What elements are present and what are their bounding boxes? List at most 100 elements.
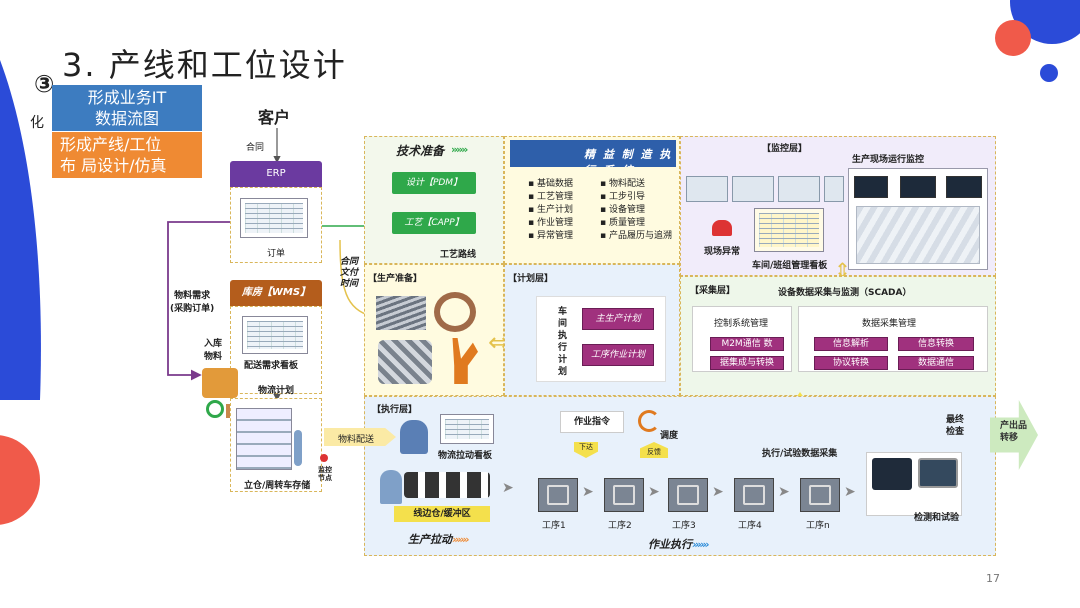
mes-item: ▪ 设备管理 — [600, 205, 645, 215]
mes-col1: ▪ 基础数据 ▪ 工艺管理 ▪ 生产计划 ▪ 作业管理 ▪ 异常管理 — [528, 178, 573, 243]
buffer-operator-icon — [380, 470, 402, 504]
factory-floor-image — [856, 206, 980, 264]
buffer-bins — [404, 472, 490, 498]
collect-layer-title: 【采集层】 — [690, 286, 736, 296]
monitor-screen-4 — [824, 176, 844, 202]
page-title: 3. 产线和工位设计 — [62, 46, 347, 84]
work-exec-text: 作业执行 — [648, 538, 692, 551]
station-arrow: ➤ — [778, 484, 790, 500]
m2m-box: M2M通信 数 — [710, 337, 784, 351]
station-arrow: ➤ — [582, 484, 594, 500]
label-line: 转移 — [1000, 433, 1019, 443]
storage-rack-image — [236, 408, 292, 470]
warehouse-header: 库房【WMS】 — [230, 280, 322, 306]
op-plan-box: 工序作业计划 — [582, 344, 654, 366]
work-order-label: 作业指令 — [560, 411, 624, 433]
storage-label: 立仓/周转车存储 — [244, 481, 311, 491]
feedback-arrow: 反馈 — [640, 442, 668, 458]
monitor-layer-title: 【监控层】 — [762, 144, 808, 154]
info-parse-box: 信息解析 — [814, 337, 888, 351]
tablet-image — [918, 458, 958, 488]
station-n-image — [800, 478, 840, 512]
label-line: 间 — [558, 319, 568, 329]
label-line: 计 — [558, 355, 568, 365]
exception-label: 现场异常 — [704, 247, 741, 257]
exec-collect-label: 执行/试验数据采集 — [762, 449, 838, 459]
label-line: 行 — [558, 343, 568, 353]
test-label: 检测和试验 — [914, 513, 960, 523]
tech-prep-title: 技术准备 — [396, 144, 445, 158]
pdm-box: 设计【PDM】 — [392, 172, 476, 194]
prod-pull-label: 生产拉动»»» — [408, 531, 470, 547]
label-line: 合同 — [340, 257, 359, 267]
buffer-arrow: ➤ — [502, 480, 514, 496]
station-arrow: ➤ — [712, 484, 724, 500]
scada-label: 设备数据采集与监测（SCADA） — [778, 288, 912, 298]
monitor-screen-2 — [732, 176, 774, 202]
station-label: 工序4 — [738, 521, 762, 531]
station-3-image — [668, 478, 708, 512]
step-suffix: 化 — [30, 115, 44, 131]
tech-prep-panel — [364, 136, 504, 264]
mes-item: ▪ 作业管理 — [528, 218, 573, 228]
parts-image — [378, 340, 432, 384]
mes-item: ▪ 工艺管理 — [528, 192, 573, 202]
station-2-image — [604, 478, 644, 512]
material-delivery-label: 物料配送 — [338, 435, 375, 445]
delivery-board-label: 配送需求看板 — [244, 361, 299, 371]
step-marker: ③ — [34, 70, 55, 98]
workshop-exec-plan-label: 车 间 执 行 计 划 — [558, 306, 567, 378]
site-monitor-label: 生产现场运行监控 — [852, 155, 925, 165]
worker-icon — [294, 430, 302, 466]
station-label: 工序3 — [672, 521, 696, 531]
mes-title: 精 益 制 造 执 行 系 统 — [510, 140, 676, 167]
final-check-label: 最终 检查 — [946, 414, 964, 438]
label-line: 形成业务IT — [87, 88, 167, 107]
label-line: 检查 — [946, 427, 965, 437]
data-comm-box: 数据通信 — [898, 356, 974, 370]
dispatch-cycle-icon — [638, 410, 660, 432]
feedback-label: 反馈 — [647, 448, 661, 456]
mes-item: ▪ 异常管理 — [528, 231, 573, 241]
steel-bars-image — [376, 296, 426, 330]
work-exec-chevrons: »»» — [692, 538, 710, 551]
label-it-dataflow: 形成业务IT 数据流图 — [52, 85, 202, 131]
test-device-image — [872, 458, 912, 490]
inbound-label: 入库 物料 — [204, 336, 222, 362]
station-label: 工序2 — [608, 521, 632, 531]
recycle-icon — [206, 400, 224, 418]
exec-layer-title: 【执行层】 — [372, 405, 418, 415]
label-line: 节点 — [318, 474, 332, 482]
label-layout-sim: 形成产线/工位 布 局设计/仿真 — [52, 132, 202, 178]
material-delivery-arrow — [324, 428, 396, 446]
plan-layer-title: 【计划层】 — [508, 274, 554, 284]
process-route-label: 工艺路线 — [440, 250, 477, 260]
operator-icon — [400, 420, 428, 454]
material-demand-label: 物料需求 (采购订单) — [170, 288, 214, 314]
data-mgmt-label: 数据采集管理 — [862, 319, 917, 329]
logistics-plan-label: 物流计划 — [258, 386, 295, 396]
contract-label: 合同 — [246, 143, 265, 153]
monitor-screen-1 — [686, 176, 728, 202]
info-conv-box: 信息转换 — [898, 337, 974, 351]
mes-item: ▪ 质量管理 — [600, 218, 645, 228]
site-screen-2 — [900, 176, 936, 198]
mes-col2: ▪ 物料配送 ▪ 工步引导 ▪ 设备管理 ▪ 质量管理 ▪ 产品履历与追溯 — [600, 178, 672, 243]
data-conv-box: 据集成与转换 — [710, 356, 784, 370]
tech-prep-chevrons: »»» — [451, 143, 468, 156]
label-line: 入库 — [204, 339, 223, 349]
label-line: 布 局设计/仿真 — [60, 156, 167, 175]
label-line: 产出品 — [1000, 421, 1028, 431]
proto-conv-box: 协议转换 — [814, 356, 888, 370]
station-4-image — [734, 478, 774, 512]
label-line: (采购订单) — [170, 304, 215, 314]
station-1-image — [538, 478, 578, 512]
station-arrow: ➤ — [648, 484, 660, 500]
monitor-node-icon — [320, 454, 328, 462]
prod-pull-text: 生产拉动 — [408, 533, 452, 546]
label-line: 物料需求 — [174, 291, 211, 301]
label-line: 物料 — [204, 352, 223, 362]
output-label: 产出品 转移 — [1000, 420, 1027, 444]
label-line: 形成产线/工位 — [60, 135, 162, 154]
label-line: 时间 — [340, 279, 359, 289]
